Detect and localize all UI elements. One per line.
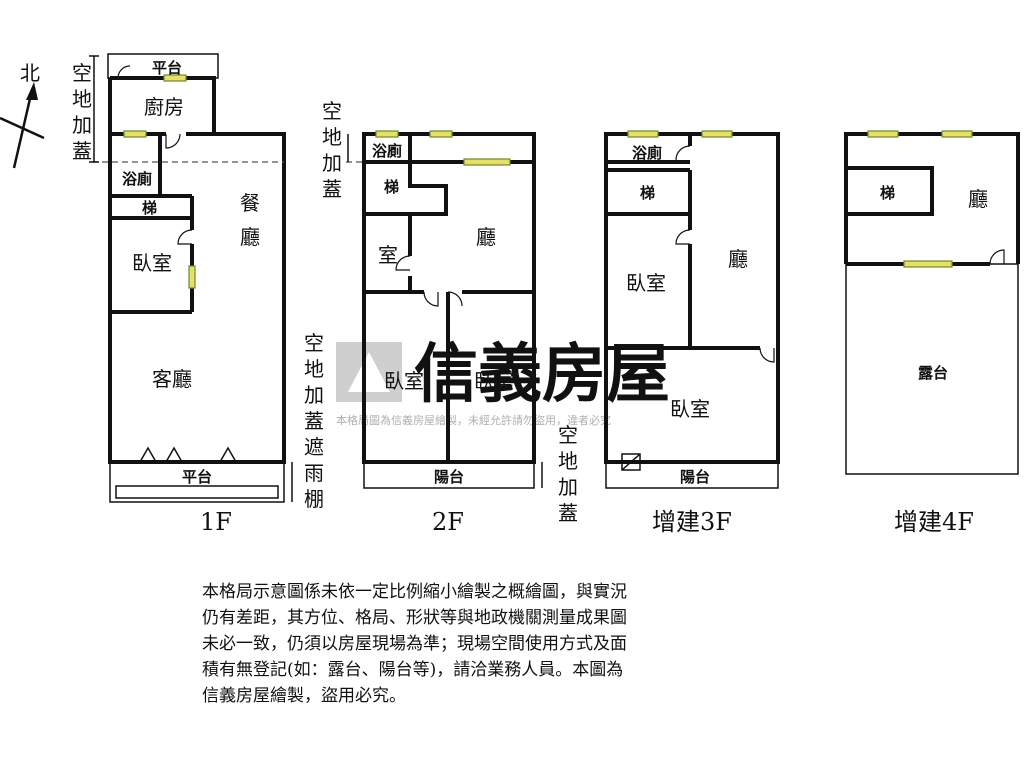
room-small-2f: 室	[378, 243, 398, 267]
floor-2f: 浴廁 梯 廳 室 臥室 臥室 陽台 2F 空 地 加 蓋	[322, 99, 536, 536]
f1-note-2: 地	[72, 87, 92, 111]
compass-north-label: 北	[20, 61, 40, 85]
f1-note-3: 加	[72, 113, 92, 137]
f2-note-4: 蓋	[322, 177, 342, 201]
room-hall-4f: 廳	[968, 187, 988, 211]
door-icon	[395, 255, 411, 271]
room-bath-3f: 浴廁	[632, 144, 662, 162]
room-stairs-2f: 梯	[384, 178, 399, 196]
room-living: 客廳	[152, 367, 192, 391]
door-icon	[447, 291, 463, 307]
disclaimer-note: 本格局示意圖係未依一定比例縮小繪製之概繪圖，與實況 仍有差距，其方位、格局、形狀…	[202, 579, 742, 709]
room-bedroom-right-2f: 臥室	[474, 369, 514, 393]
floor-3f: 浴廁 梯 臥室 廳 臥室 陽台 增建3F 空 地 加 蓋	[541, 130, 780, 536]
f1-bottom-note-4: 蓋	[304, 409, 324, 433]
room-stairs-4f: 梯	[880, 184, 895, 202]
f1-bottom-note-1: 空	[304, 331, 324, 355]
door-icon	[423, 291, 439, 307]
door-icon	[675, 229, 691, 245]
f3-note-2: 地	[558, 449, 578, 473]
room-platform-bottom: 平台	[182, 468, 212, 486]
room-terrace-4f: 露台	[918, 364, 948, 382]
room-balcony-3f: 陽台	[680, 468, 710, 486]
room-balcony-2f: 陽台	[434, 468, 464, 486]
room-bedroom-left-2f: 臥室	[384, 369, 424, 393]
f1-bottom-note-3: 加	[304, 383, 324, 407]
floor-title-3f: 增建3F	[652, 508, 732, 536]
door-icon	[177, 229, 193, 245]
room-bath-2f: 浴廁	[372, 142, 402, 160]
disclaimer-line: 積有無登記(如：露台、陽台等)，請洽業務人員。本圖為	[202, 660, 624, 680]
room-platform-top: 平台	[152, 59, 182, 77]
disclaimer-line: 信義房屋繪製，盜用必究。	[202, 686, 406, 706]
room-bedroom-bottom-3f: 臥室	[670, 397, 710, 421]
room-bedroom: 臥室	[132, 251, 172, 275]
north-arrow-icon	[26, 82, 38, 100]
f1-bottom-note-7: 棚	[304, 487, 324, 511]
room-stairs: 梯	[142, 199, 157, 217]
disclaimer-line: 本格局示意圖係未依一定比例縮小繪製之概繪圖，與實況	[202, 582, 627, 602]
room-hall-3f: 廳	[728, 247, 748, 271]
room-bedroom-top-3f: 臥室	[626, 271, 666, 295]
floor-title-2f: 2F	[432, 508, 464, 536]
f1-bottom-note-2: 地	[304, 357, 324, 381]
door-icon	[165, 133, 181, 149]
room-hall-2f: 廳	[476, 225, 496, 249]
f2-note-1: 空	[322, 99, 342, 123]
floor-title-1f: 1F	[200, 508, 232, 536]
door-icon	[989, 249, 1005, 265]
disclaimer-line: 仍有差距，其方位、格局、形狀等與地政機關測量成果圖	[202, 608, 627, 628]
floor-4f: 梯 廳 露台 增建4F	[844, 130, 1020, 536]
door-icon	[759, 347, 775, 363]
f3-note-1: 空	[558, 423, 578, 447]
f3-note-3: 加	[558, 475, 578, 499]
f1-note-1: 空	[72, 61, 92, 85]
room-dining-2: 廳	[240, 225, 260, 249]
f1-note-4: 蓋	[72, 139, 92, 163]
watermark-notice: 本格局圖為信義房屋繪製，未經允許請勿盜用，違者必究	[336, 413, 611, 427]
f1-bottom-note-5: 遮	[304, 435, 324, 459]
room-stairs-3f: 梯	[640, 184, 655, 202]
door-icon	[117, 65, 131, 79]
room-dining-1: 餐	[240, 191, 260, 215]
floor-1f: 平台 廚房 浴廁 梯 餐 廳 臥室 客廳 平台 1F 空 地 加 蓋 空 地 加…	[72, 53, 324, 536]
disclaimer-line: 未必一致，仍須以房屋現場為準；現場空間使用方式及面	[202, 634, 627, 654]
f3-note-4: 蓋	[558, 501, 578, 525]
door-icon	[387, 147, 397, 157]
f2-note-3: 加	[322, 151, 342, 175]
f1-bottom-note-6: 雨	[304, 461, 324, 485]
compass: 北	[0, 61, 45, 169]
room-kitchen: 廚房	[144, 95, 184, 119]
floor-title-4f: 增建4F	[894, 508, 974, 536]
room-bath: 浴廁	[122, 170, 152, 188]
f2-note-2: 地	[322, 125, 342, 149]
door-icon	[675, 145, 691, 161]
